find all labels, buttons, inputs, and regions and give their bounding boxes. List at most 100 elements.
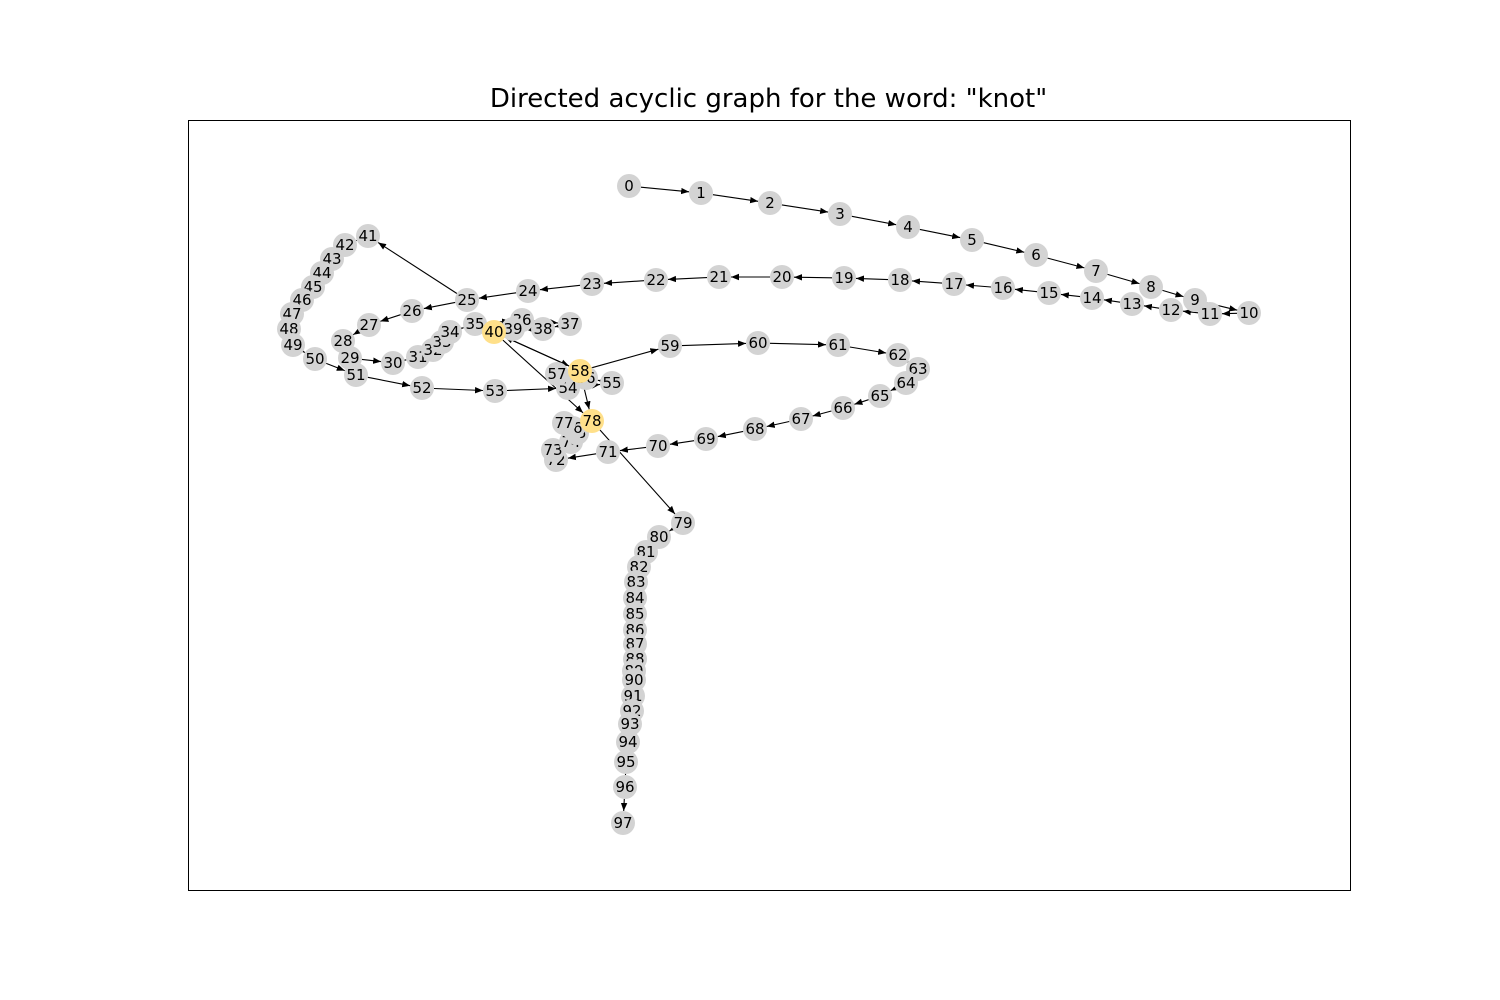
node-circle — [303, 347, 327, 371]
node-label: 53 — [485, 382, 504, 400]
node-14: 14 — [1080, 286, 1104, 310]
node-label: 68 — [745, 420, 764, 438]
node-label: 35 — [465, 315, 484, 333]
edge-29-30 — [361, 357, 382, 364]
node-circle — [531, 317, 555, 341]
node-26: 26 — [400, 299, 424, 323]
node-circle — [1183, 288, 1207, 312]
node-circle — [344, 363, 368, 387]
node-label: 18 — [890, 271, 909, 289]
node-circle — [789, 407, 813, 431]
edge-17-18 — [911, 278, 943, 285]
node-circle — [611, 811, 635, 835]
edge-69-70 — [669, 439, 695, 447]
node-96: 96 — [613, 775, 637, 799]
node-circle — [463, 312, 487, 336]
node-6: 6 — [1024, 243, 1048, 267]
node-circle — [1159, 298, 1183, 322]
node-70: 70 — [646, 434, 670, 458]
node-label: 21 — [709, 268, 728, 286]
node-label: 83 — [626, 573, 645, 591]
node-57: 57 — [545, 362, 569, 386]
node-71: 71 — [596, 440, 620, 464]
edge-27-28 — [352, 327, 362, 336]
node-label: 20 — [772, 268, 791, 286]
node-label: 41 — [358, 227, 377, 245]
node-label: 59 — [660, 337, 679, 355]
node-label: 65 — [870, 387, 889, 405]
node-label: 34 — [440, 323, 459, 341]
node-label: 1 — [696, 184, 706, 202]
node-circle — [832, 266, 856, 290]
node-20: 20 — [770, 265, 794, 289]
node-label: 84 — [625, 589, 644, 607]
node-label: 26 — [402, 302, 421, 320]
edge-53-54 — [506, 385, 557, 393]
node-label: 14 — [1082, 289, 1101, 307]
node-circle — [613, 775, 637, 799]
edge-25-41 — [377, 242, 458, 294]
node-73: 73 — [541, 438, 565, 462]
node-label: 39 — [503, 320, 522, 338]
node-circle — [438, 320, 462, 344]
edge-25-26 — [423, 301, 456, 311]
edge-26-27 — [380, 314, 401, 322]
node-label: 78 — [582, 412, 601, 430]
node-circle — [894, 371, 918, 395]
node-17: 17 — [942, 272, 966, 296]
node-label: 77 — [554, 414, 573, 432]
node-label: 66 — [833, 399, 852, 417]
node-circle — [960, 228, 984, 252]
node-circle — [281, 333, 305, 357]
node-12: 12 — [1159, 298, 1183, 322]
node-circle — [558, 312, 582, 336]
node-23: 23 — [580, 272, 604, 296]
node-circle — [1237, 301, 1261, 325]
edge-6-7 — [1047, 257, 1085, 269]
edge-60-61 — [769, 341, 827, 348]
node-93: 93 — [618, 712, 642, 736]
node-40: 40 — [482, 320, 506, 344]
edge-5-6 — [983, 242, 1025, 254]
node-circle — [758, 191, 782, 215]
node-30: 30 — [381, 351, 405, 375]
node-label: 62 — [888, 346, 907, 364]
node-circle — [868, 384, 892, 408]
node-circle — [400, 299, 424, 323]
node-circle — [410, 376, 434, 400]
node-circle — [896, 215, 920, 239]
edge-70-71 — [619, 446, 647, 453]
node-circle — [1120, 292, 1144, 316]
edge-58-59 — [591, 348, 659, 369]
edge-24-25 — [478, 292, 517, 301]
node-51: 51 — [344, 363, 368, 387]
node-label: 30 — [383, 354, 402, 372]
node-34: 34 — [438, 320, 462, 344]
node-circle — [600, 371, 624, 395]
node-13: 13 — [1120, 292, 1144, 316]
node-10: 10 — [1237, 301, 1261, 325]
edge-59-60 — [681, 340, 747, 347]
edge-68-69 — [717, 430, 744, 439]
node-label: 52 — [412, 379, 431, 397]
node-2: 2 — [758, 191, 782, 215]
node-circle — [707, 265, 731, 289]
node-19: 19 — [832, 266, 856, 290]
node-50: 50 — [303, 347, 327, 371]
node-5: 5 — [960, 228, 984, 252]
edge-22-23 — [603, 279, 645, 286]
node-label: 0 — [624, 177, 634, 195]
node-label: 8 — [1146, 278, 1156, 296]
node-94: 94 — [616, 730, 640, 754]
edge-66-67 — [812, 410, 832, 418]
edge-14-15 — [1060, 292, 1081, 299]
node-circle — [828, 202, 852, 226]
node-circle — [991, 276, 1015, 300]
node-label: 42 — [335, 236, 354, 254]
node-circle — [689, 181, 713, 205]
edge-11-12 — [1182, 308, 1199, 316]
node-circle — [1080, 286, 1104, 310]
node-66: 66 — [831, 396, 855, 420]
node-label: 70 — [648, 437, 667, 455]
